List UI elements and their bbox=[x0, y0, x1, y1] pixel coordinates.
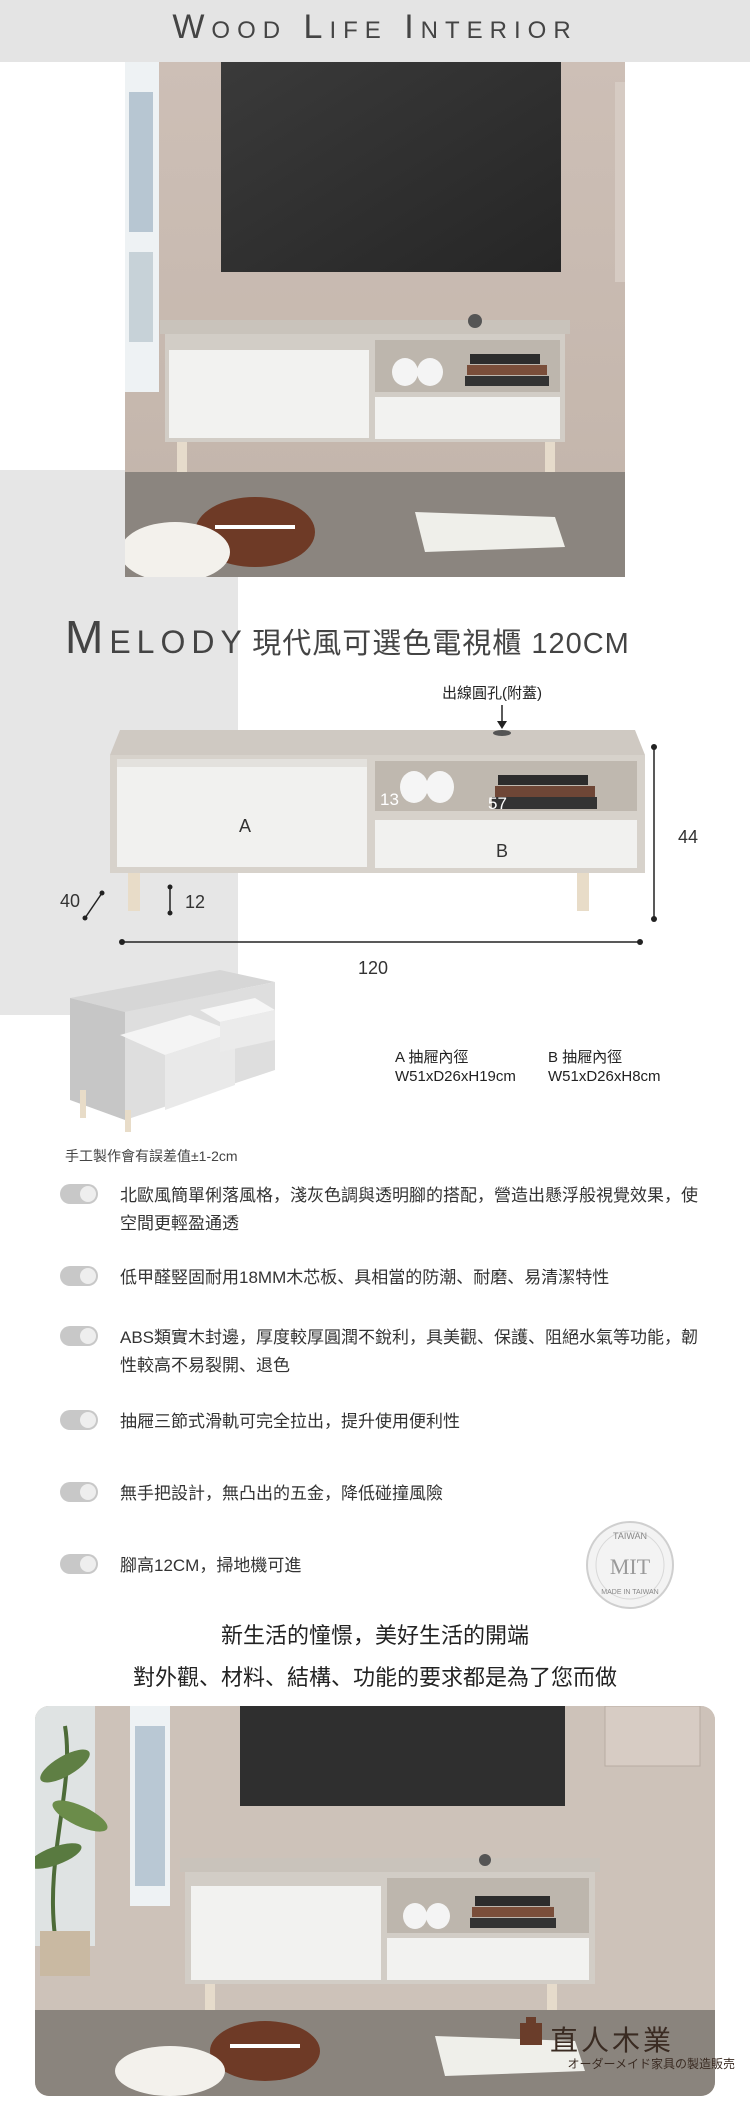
leg-height-label: 12 bbox=[185, 892, 205, 912]
product-title: Melody 現代風可選色電視櫃 120CM bbox=[65, 610, 705, 664]
brand-name: Wood Life Interior bbox=[172, 8, 578, 46]
feature-item: 北歐風簡單俐落風格，淺灰色調與透明腳的搭配，營造出懸浮般視覺效果，使空間更輕盈通… bbox=[60, 1182, 700, 1238]
badge-mark: MIT bbox=[610, 1554, 651, 1579]
company-logo: 直人木業 オーダーメイド家具の製造販売 bbox=[500, 2015, 735, 2075]
cable-hole-label: 出線圓孔(附蓋) bbox=[442, 685, 542, 702]
product-photo-top bbox=[125, 62, 625, 577]
toggle-icon bbox=[60, 1554, 98, 1574]
header-band bbox=[0, 0, 750, 62]
feature-text: 腳高12CM，掃地機可進 bbox=[120, 1556, 302, 1575]
feature-text: ABS類實木封邊，厚度較厚圓潤不銳利，具美觀、保護、阻絕水氣等功能，韌性較高不易… bbox=[120, 1328, 699, 1375]
logo-tagline: オーダーメイド家具の製造販売 bbox=[567, 2057, 735, 2071]
mit-badge: TAIWAN MIT MADE IN TAIWAN bbox=[585, 1520, 675, 1610]
drawer-a-size: W51xD26xH19cm bbox=[395, 1068, 516, 1085]
title-series: Melody bbox=[65, 611, 248, 663]
toggle-icon bbox=[60, 1410, 98, 1430]
dimension-diagram: 出線圓孔(附蓋) A B 13 57 44 120 40 bbox=[40, 675, 740, 995]
feature-text: 北歐風簡單俐落風格，淺灰色調與透明腳的搭配，營造出懸浮般視覺效果，使空間更輕盈通… bbox=[120, 1186, 698, 1233]
toggle-icon bbox=[60, 1184, 98, 1204]
depth-label: 40 bbox=[60, 891, 80, 911]
width-label: 120 bbox=[358, 958, 388, 978]
slogan-line-2: 對外觀、材料、結構、功能的要求都是為了您而做 bbox=[132, 1665, 617, 1690]
tolerance-note: 手工製作會有誤差值±1-2cm bbox=[65, 1148, 238, 1164]
drawer-b-label: B bbox=[496, 841, 508, 861]
drawer-b-size: W51xD26xH8cm bbox=[548, 1068, 661, 1085]
feature-item: 腳高12CM，掃地機可進 bbox=[60, 1552, 700, 1580]
height-label: 44 bbox=[678, 827, 698, 847]
toggle-icon bbox=[60, 1326, 98, 1346]
shelf-width-label: 57 bbox=[488, 794, 507, 813]
badge-top-text: TAIWAN bbox=[613, 1531, 647, 1541]
drawer-b-spec: B 抽屜內徑 W51xD26xH8cm bbox=[548, 1048, 661, 1086]
feature-text: 抽屜三節式滑軌可完全拉出，提升使用便利性 bbox=[120, 1412, 460, 1431]
product-photo-bottom bbox=[35, 1706, 715, 2096]
feature-item: 無手把設計，無凸出的五金，降低碰撞風險 bbox=[60, 1480, 700, 1508]
feature-text: 低甲醛竪固耐用18MM木芯板、具相當的防潮、耐磨、易清潔特性 bbox=[120, 1268, 610, 1287]
drawer-a-spec: A 抽屜內徑 W51xD26xH19cm bbox=[395, 1048, 516, 1086]
badge-bottom-text: MADE IN TAIWAN bbox=[601, 1589, 658, 1596]
drawer-b-title: B 抽屜內徑 bbox=[548, 1049, 623, 1066]
drawer-a-title: A 抽屜內徑 bbox=[395, 1049, 469, 1066]
shelf-height-label: 13 bbox=[380, 790, 399, 809]
toggle-icon bbox=[60, 1482, 98, 1502]
title-description: 現代風可選色電視櫃 120CM bbox=[252, 628, 630, 660]
drawer-a-label: A bbox=[239, 816, 251, 836]
slogan-line-1: 新生活的憧憬，美好生活的開端 bbox=[220, 1623, 529, 1648]
feature-text: 無手把設計，無凸出的五金，降低碰撞風險 bbox=[120, 1484, 443, 1503]
feature-item: 抽屜三節式滑軌可完全拉出，提升使用便利性 bbox=[60, 1408, 700, 1436]
feature-item: ABS類實木封邊，厚度較厚圓潤不銳利，具美觀、保護、阻絕水氣等功能，韌性較高不易… bbox=[60, 1324, 700, 1380]
logo-name: 直人木業 bbox=[550, 2026, 675, 2057]
open-drawer-illustration bbox=[70, 970, 280, 1135]
feature-item: 低甲醛竪固耐用18MM木芯板、具相當的防潮、耐磨、易清潔特性 bbox=[60, 1264, 700, 1292]
toggle-icon bbox=[60, 1266, 98, 1286]
